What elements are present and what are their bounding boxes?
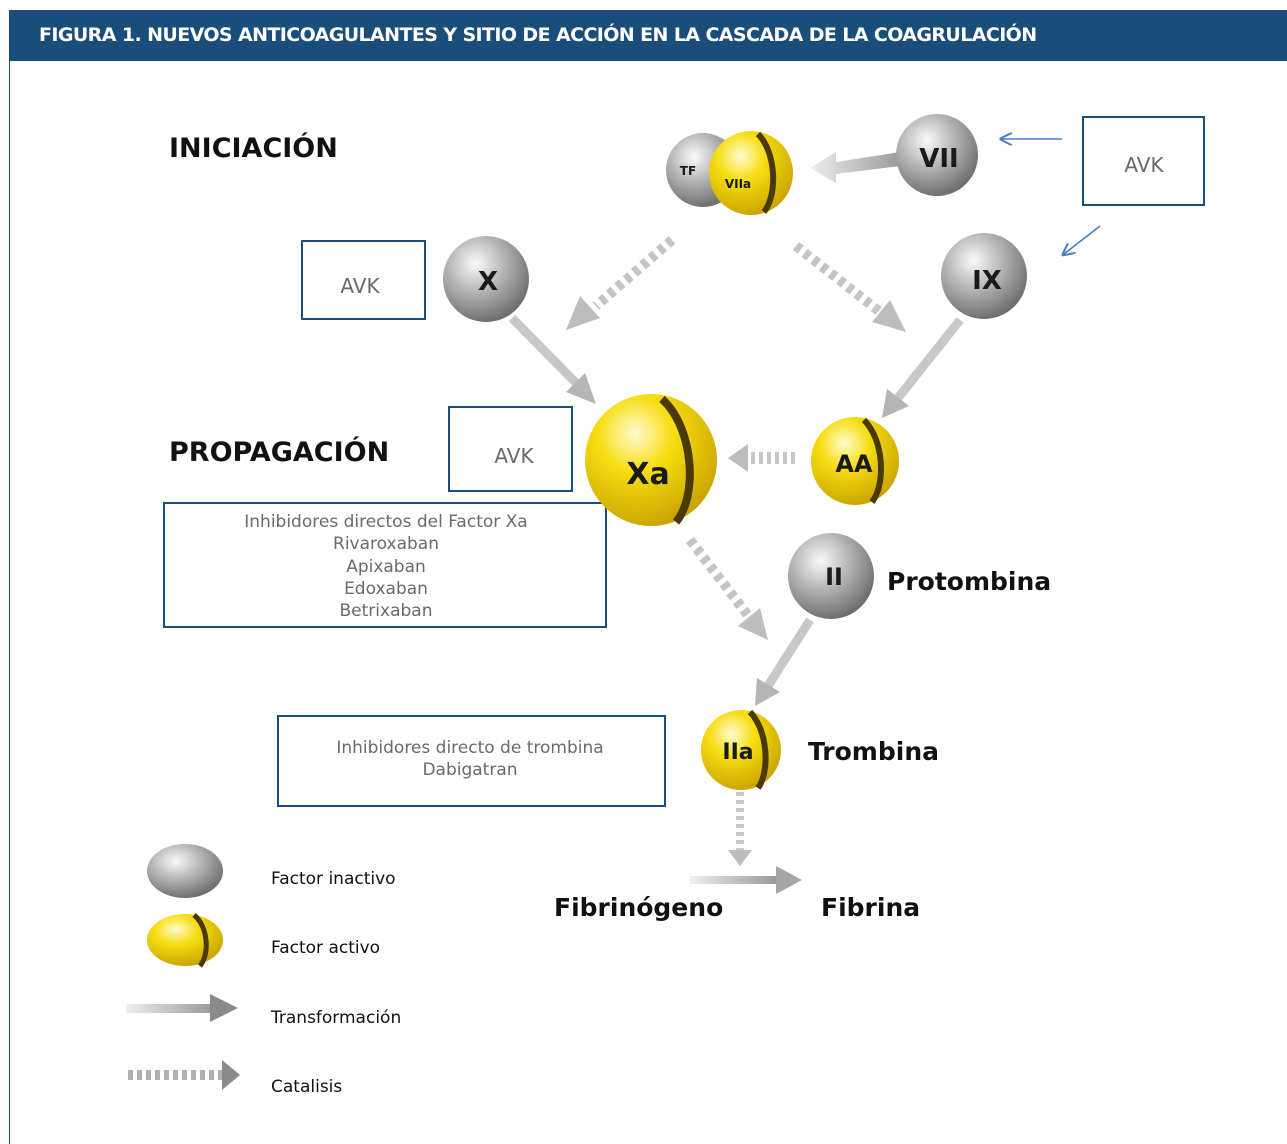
svg-text:X: X — [478, 267, 498, 297]
xa-inhibitors-title: Inhibidores directos del Factor Xa — [244, 512, 527, 532]
factor-viia: VIIa — [709, 131, 793, 215]
svg-text:AVK: AVK — [1124, 153, 1164, 177]
svg-text:Xa: Xa — [626, 457, 669, 492]
arrow-fibrinogen-to-fibrin — [690, 866, 802, 894]
arrow-ii-to-iia — [755, 617, 814, 706]
legend-active-label: Factor activo — [271, 938, 380, 958]
factor-xa: Xa — [585, 394, 717, 526]
avk-box-xa: AVK — [448, 406, 573, 492]
factor-vii: VII — [896, 114, 978, 196]
legend: Factor inactivo Factor activo Transforma… — [126, 844, 401, 1097]
drug-edoxaban: Edoxaban — [344, 579, 428, 599]
factor-x: X — [443, 236, 529, 322]
label-trombina: Trombina — [808, 737, 939, 766]
transformation-arrows — [508, 152, 964, 894]
factor-ix: IX — [941, 233, 1027, 319]
stage-initiation: INICIACIÓN — [169, 132, 338, 164]
svg-text:AVK: AVK — [494, 444, 534, 468]
legend-inactive-icon — [147, 844, 223, 898]
arrow-ix-to-aa — [882, 317, 964, 418]
figure-header: FIGURA 1. NUEVOS ANTICOAGULANTES Y SITIO… — [9, 10, 1287, 61]
figure-title: FIGURA 1. NUEVOS ANTICOAGULANTES Y SITIO… — [39, 24, 1037, 46]
legend-inactive-label: Factor inactivo — [271, 869, 396, 889]
legend-transformation-label: Transformación — [270, 1008, 401, 1028]
legend-active-icon — [147, 914, 223, 966]
svg-text:AA: AA — [835, 450, 873, 478]
arrow-vii-to-viia — [810, 152, 900, 183]
avk-inhibit-ix-arrow — [1064, 225, 1101, 254]
svg-text:IIa: IIa — [722, 740, 753, 765]
catalysis-arrows — [566, 236, 906, 866]
catalysis-aa-to-xa — [728, 444, 795, 472]
svg-text:AVK: AVK — [340, 274, 380, 298]
stage-propagation: PROPAGACIÓN — [169, 436, 389, 468]
factor-ii: II — [788, 533, 874, 619]
label-fibrina: Fibrina — [821, 893, 920, 922]
catalysis-viia-to-x — [566, 236, 676, 330]
legend-inactive: Factor inactivo — [147, 844, 396, 898]
label-protrombina: Protombina — [887, 567, 1051, 596]
svg-text:VIIa: VIIa — [725, 177, 751, 191]
legend-catalysis: Catalisis — [128, 1060, 342, 1097]
catalysis-xa-to-ii — [686, 536, 768, 640]
legend-active: Factor activo — [147, 913, 380, 968]
svg-text:IX: IX — [972, 266, 1002, 296]
drug-dabigatran: Dabigatran — [422, 760, 517, 780]
legend-transformation-icon — [126, 1004, 212, 1013]
factor-aa: AA — [811, 417, 899, 505]
catalysis-viia-to-ix — [792, 242, 906, 332]
legend-transformation: Transformación — [126, 994, 401, 1028]
svg-text:TF: TF — [680, 164, 696, 178]
drug-apixaban: Apixaban — [346, 557, 426, 577]
inhibition-arrows — [1002, 139, 1101, 254]
avk-box-vii: AVK — [1082, 116, 1205, 206]
avk-box-x: AVK — [301, 240, 426, 320]
thrombin-inhibitors-box: Inhibidores directo de trombina Dabigatr… — [277, 715, 666, 807]
figure-frame — [9, 10, 1287, 1144]
label-fibrinogeno: Fibrinógeno — [554, 893, 723, 922]
legend-catalysis-label: Catalisis — [271, 1077, 342, 1097]
svg-text:II: II — [825, 563, 843, 591]
factor-iia: IIa — [701, 709, 781, 790]
thrombin-inhibitors-title: Inhibidores directo de trombina — [336, 738, 603, 758]
drug-betrixaban: Betrixaban — [340, 601, 433, 621]
arrow-x-to-xa — [508, 314, 596, 404]
svg-text:VII: VII — [919, 144, 958, 174]
xa-inhibitors-box: Inhibidores directos del Factor Xa Rivar… — [163, 502, 607, 628]
drug-rivaroxaban: Rivaroxaban — [333, 534, 439, 554]
catalysis-iia-to-fibrin — [728, 792, 752, 866]
